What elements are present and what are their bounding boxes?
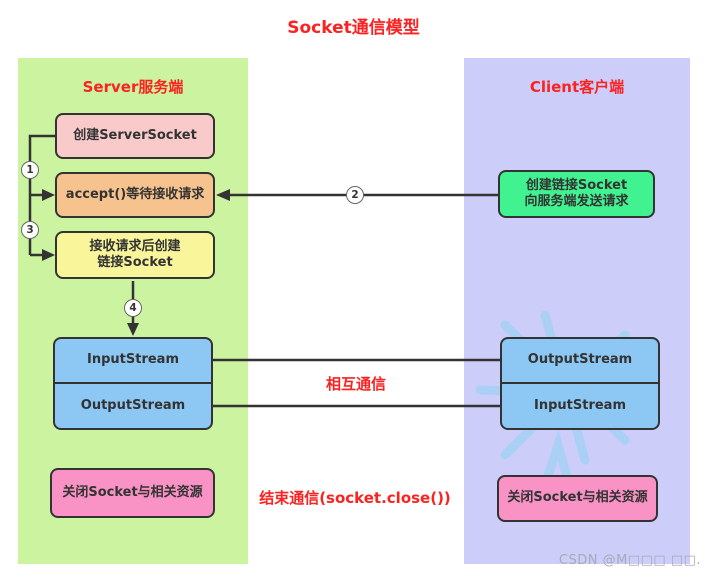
- client-panel-title: Client客户端: [529, 78, 625, 96]
- client-close-socket-box: 关闭Socket与相关资源: [497, 475, 658, 522]
- server-create-serversocket-box: 创建ServerSocket: [55, 113, 215, 159]
- client-outputstream-box: OutputStream: [500, 337, 660, 384]
- page-title: Socket通信模型: [287, 18, 420, 38]
- server-panel-title: Server服务端: [82, 78, 184, 96]
- server-outputstream-box: OutputStream: [53, 382, 213, 430]
- csdn-watermark: CSDN @M□□□ □□.: [558, 553, 701, 568]
- client-inputstream-box: InputStream: [500, 382, 660, 430]
- step-2-badge: 2: [346, 186, 364, 204]
- server-accept-box: accept()等待接收请求: [55, 172, 215, 218]
- step-4-badge: 4: [124, 299, 142, 317]
- server-inputstream-box: InputStream: [53, 337, 213, 384]
- step-3-badge: 3: [21, 221, 39, 239]
- server-close-socket-box: 关闭Socket与相关资源: [50, 468, 215, 518]
- end-communication-label: 结束通信(socket.close()): [259, 489, 451, 507]
- mutual-communication-label: 相互通信: [325, 375, 386, 393]
- client-create-socket-box: 创建链接Socket 向服务端发送请求: [498, 170, 655, 218]
- server-create-link-socket-box: 接收请求后创建 链接Socket: [55, 231, 215, 279]
- step-1-badge: 1: [21, 161, 39, 179]
